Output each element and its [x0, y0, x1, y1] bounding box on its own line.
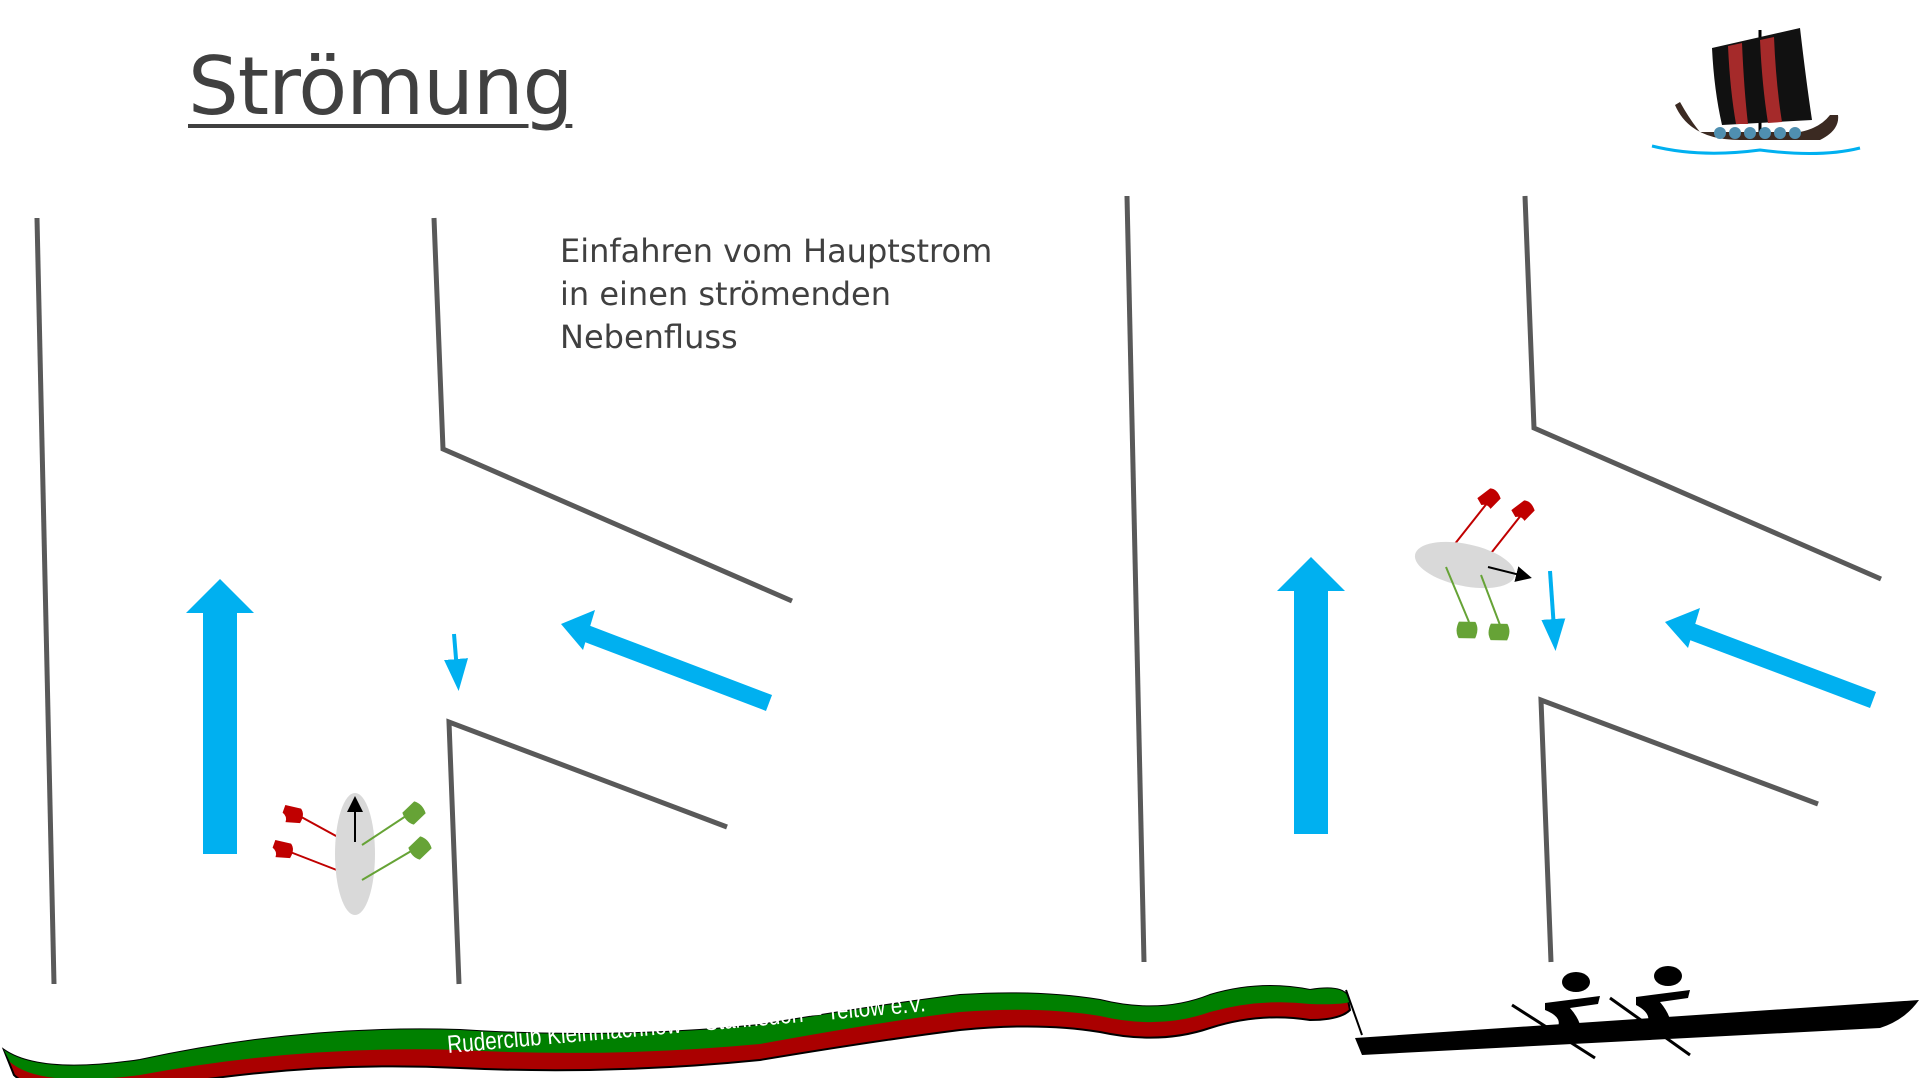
right-main-current-arrow — [1277, 557, 1345, 834]
left-river-banks — [34, 217, 793, 985]
left-main-current-arrow — [186, 579, 254, 854]
caption-line: Einfahren vom Hauptstrom — [560, 232, 993, 270]
right-small-current-arrow — [1541, 570, 1566, 651]
caption-line: in einen strömenden — [560, 275, 892, 313]
slide-title: Strömung — [188, 40, 573, 133]
club-banner: Ruderclub Kleinmachnow – Stahnsdorf – Te… — [1, 985, 1363, 1078]
left-side-current-arrow — [561, 610, 773, 711]
right-river-banks — [1124, 195, 1882, 963]
right-side-current-arrow — [1665, 608, 1876, 708]
boat-direction-arrow — [1487, 566, 1532, 582]
left-small-current-arrow — [444, 633, 469, 691]
viking-ship-logo — [1651, 28, 1861, 156]
caption-line: Nebenfluss — [560, 318, 738, 356]
left-boat — [269, 793, 435, 915]
right-boat — [1414, 486, 1538, 645]
rowing-double-icon — [1355, 966, 1919, 1060]
slide-caption: Einfahren vom Hauptstrom in einen ströme… — [560, 230, 992, 359]
